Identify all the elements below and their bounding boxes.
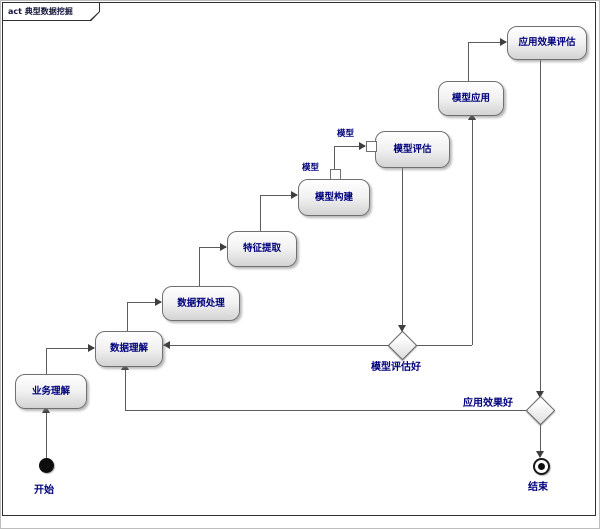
- edge-start-to-business: [46, 407, 47, 458]
- activity-node-model-evaluation: 模型评估: [375, 131, 450, 168]
- edge-preprocessing-to-feature: [199, 247, 226, 248]
- decision-label: 模型评估好: [371, 362, 421, 373]
- arrowhead-icon: [291, 191, 298, 199]
- arrowhead-icon: [163, 341, 170, 349]
- edge-decision2-to-end: [540, 424, 541, 457]
- edge-data-understanding-to-preprocessing: [127, 302, 128, 331]
- arrowhead-icon: [500, 38, 507, 46]
- edge-data-understanding-to-preprocessing: [127, 302, 161, 303]
- decision-label: 应用效果好: [463, 398, 513, 409]
- arrowhead-icon: [398, 325, 406, 332]
- edge-decision-to-data-understanding: [163, 345, 390, 346]
- activity-node-model-application: 模型应用: [438, 81, 504, 116]
- edge-feature-to-model-building: [260, 195, 261, 231]
- arrowhead-icon: [536, 391, 544, 398]
- object-pin-model-output: [330, 169, 341, 180]
- edge-application-to-effect-evaluation: [468, 42, 469, 81]
- edge-evaluation-to-decision: [402, 166, 403, 331]
- arrowhead-icon: [536, 451, 544, 458]
- edge-decision-to-model-application: [472, 114, 473, 345]
- edge-feature-to-model-building: [260, 195, 297, 196]
- diagram-frame: [2, 2, 596, 516]
- edge-business-to-data-understanding: [46, 348, 94, 349]
- object-pin-label: 模型: [302, 163, 320, 173]
- edge-decision2-to-data-understanding: [125, 364, 126, 410]
- edge-decision2-to-data-understanding: [125, 410, 528, 411]
- arrowhead-icon: [220, 243, 227, 251]
- edge-effect-evaluation-to-decision2: [540, 58, 541, 397]
- end-label: 结束: [528, 482, 548, 493]
- activity-node-data-understanding: 数据理解: [95, 331, 163, 367]
- activity-node-application-effect-evaluation: 应用效果评估: [507, 26, 587, 60]
- start-label: 开始: [34, 485, 54, 496]
- activity-node-feature-extraction: 特征提取: [227, 231, 297, 267]
- object-pin-label: 模型: [337, 129, 355, 139]
- activity-node-data-preprocessing: 数据预处理: [162, 286, 240, 321]
- edge-model-building-to-evaluation: [334, 146, 365, 147]
- edge-application-to-effect-evaluation: [468, 42, 506, 43]
- activity-node-model-building: 模型构建: [298, 179, 370, 216]
- edge-preprocessing-to-feature: [199, 247, 200, 286]
- diagram-tab: act 典型数据挖掘: [2, 2, 100, 21]
- initial-node-icon: [39, 458, 54, 473]
- edge-model-building-to-evaluation: [334, 146, 335, 170]
- arrowhead-icon: [359, 142, 366, 150]
- arrowhead-icon: [42, 406, 50, 413]
- diagram-tab-label: act 典型数据挖掘: [8, 7, 73, 16]
- edge-business-to-data-understanding: [46, 348, 47, 374]
- activity-final-node-icon: [533, 458, 550, 475]
- activity-node-business-understanding: 业务理解: [15, 374, 87, 409]
- arrowhead-icon: [468, 113, 476, 120]
- arrowhead-icon: [155, 298, 162, 306]
- edge-decision-to-model-application: [414, 345, 472, 346]
- object-pin-model-input: [366, 141, 377, 152]
- arrowhead-icon: [88, 344, 95, 352]
